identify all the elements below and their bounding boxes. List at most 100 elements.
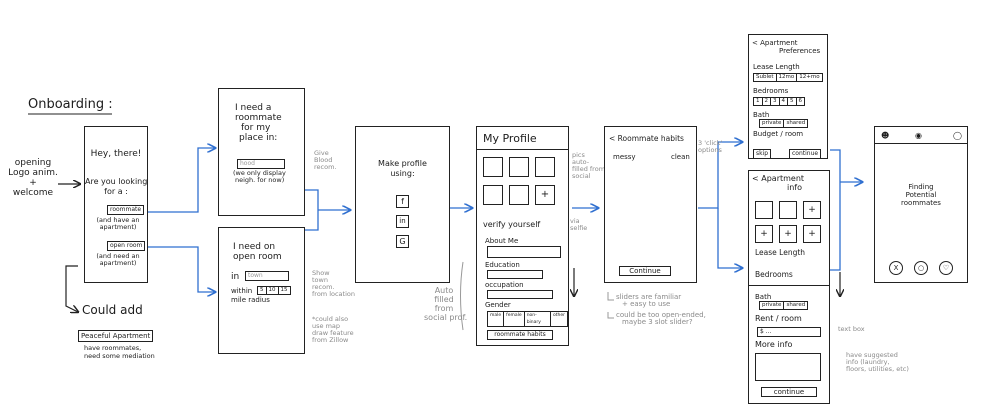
finding-l3: roommates bbox=[901, 199, 941, 207]
linkedin-icon[interactable]: in bbox=[396, 215, 409, 228]
prefs-continue-button[interactable]: continue bbox=[789, 149, 822, 159]
miles-selector[interactable]: 5 10 15 bbox=[257, 286, 291, 295]
occupation-input[interactable] bbox=[487, 290, 553, 299]
finding-l2: Potential bbox=[905, 191, 937, 199]
bed-3[interactable]: 3 bbox=[771, 98, 780, 105]
reject-button[interactable]: X bbox=[889, 261, 903, 275]
apt-add-photo-3[interactable]: + bbox=[779, 225, 797, 243]
habits-title: < Roommate habits bbox=[609, 134, 684, 143]
gender-nonbinary[interactable]: non-binary bbox=[525, 312, 551, 326]
photo-slot-3[interactable] bbox=[535, 157, 555, 177]
lease-sublet[interactable]: Sublet bbox=[754, 74, 777, 81]
apt-bath-private[interactable]: private bbox=[760, 302, 785, 309]
home-icon[interactable]: ◉ bbox=[915, 131, 922, 140]
habits-continue-button[interactable]: Continue bbox=[619, 266, 671, 276]
profile-divider bbox=[477, 149, 568, 150]
prefs-bedrooms-label: Bedrooms bbox=[753, 87, 789, 95]
photo-slot-1[interactable] bbox=[483, 157, 503, 177]
about-input[interactable] bbox=[487, 246, 561, 258]
prefs-bedrooms-selector[interactable]: 1 2 3 4 5 6 bbox=[753, 97, 805, 106]
bath-private[interactable]: private bbox=[760, 120, 785, 127]
screen-make-profile: Make profile using: f in G bbox=[355, 126, 450, 283]
need-room-l1: I need on bbox=[233, 242, 276, 252]
roommate-button[interactable]: roommate bbox=[107, 205, 145, 215]
photo-slot-4[interactable] bbox=[483, 185, 503, 205]
aptinfo-bath-selector[interactable]: private shared bbox=[759, 301, 809, 310]
facebook-icon[interactable]: f bbox=[396, 195, 409, 208]
greeting: Hey, there! bbox=[90, 149, 142, 159]
bed-5[interactable]: 5 bbox=[788, 98, 797, 105]
apt-bath-shared[interactable]: shared bbox=[786, 302, 806, 308]
gender-female[interactable]: female bbox=[504, 312, 525, 326]
miles-15[interactable]: 15 bbox=[280, 287, 288, 293]
open-room-button[interactable]: open room bbox=[107, 241, 146, 251]
need-roommate-l1: I need a bbox=[235, 103, 272, 113]
chat-icon[interactable]: ◯ bbox=[953, 131, 962, 140]
prefs-lease-selector[interactable]: Sublet 12mo 12+mo bbox=[753, 73, 823, 82]
like-button[interactable]: ♡ bbox=[939, 261, 953, 275]
apt-photo-1[interactable] bbox=[755, 201, 773, 219]
miles-5[interactable]: 5 bbox=[258, 287, 267, 294]
hood-input[interactable]: hood bbox=[237, 159, 285, 169]
gender-male[interactable]: male bbox=[488, 312, 505, 326]
prefs-lease-label: Lease Length bbox=[753, 63, 800, 71]
apt-photo-2[interactable] bbox=[779, 201, 797, 219]
apt-add-photo-1[interactable]: + bbox=[803, 201, 821, 219]
prefs-budget-label: Budget / room bbox=[753, 130, 804, 138]
lease-12mo[interactable]: 12mo bbox=[777, 74, 798, 81]
bed-2[interactable]: 2 bbox=[763, 98, 771, 105]
town-input[interactable]: town bbox=[245, 271, 289, 281]
aptinfo-title-1: < Apartment bbox=[752, 174, 805, 183]
prefs-title-2: Preferences bbox=[779, 47, 821, 55]
google-icon[interactable]: G bbox=[396, 235, 409, 248]
lease-12plus[interactable]: 12+mo bbox=[799, 74, 820, 80]
next-arrow-button-2[interactable] bbox=[231, 328, 271, 344]
roommate-habits-button[interactable]: roommate habits bbox=[487, 330, 553, 340]
could-add-sub1: have roommates, bbox=[84, 344, 142, 352]
mile-radius-label: mile radius bbox=[231, 296, 270, 304]
screen-finding-roommates: ☻ ◉ ◯ Finding Potential roommates X ○ ♡ bbox=[874, 126, 968, 283]
note-click-options: 3 'click'options bbox=[698, 139, 723, 154]
gender-label: Gender bbox=[485, 301, 511, 309]
note-open-ended: could be too open-ended,maybe 3 slot sli… bbox=[616, 311, 706, 326]
screen-need-open-room: I need on open room in town within 5 10 … bbox=[218, 227, 305, 354]
need-roommate-l4: place in: bbox=[239, 133, 278, 143]
screen-apartment-preferences: < Apartment Preferences Lease Length Sub… bbox=[748, 34, 828, 159]
prefs-bath-selector[interactable]: private shared bbox=[759, 119, 809, 128]
gender-selector[interactable]: male female non-binary other bbox=[487, 311, 568, 327]
screen-need-roommate: I need a roommate for my place in: hood … bbox=[218, 88, 305, 216]
education-input[interactable] bbox=[487, 270, 543, 279]
opening-line4: welcome bbox=[12, 188, 54, 198]
aptinfo-more-label: More info bbox=[755, 340, 793, 349]
bath-shared[interactable]: shared bbox=[786, 120, 806, 126]
apt-add-photo-2[interactable]: + bbox=[755, 225, 773, 243]
more-info-textarea[interactable] bbox=[755, 353, 821, 381]
aptinfo-continue-button[interactable]: continue bbox=[761, 387, 817, 397]
bed-4[interactable]: 4 bbox=[780, 98, 788, 105]
apt-add-photo-4[interactable]: + bbox=[803, 225, 821, 243]
aptinfo-title-2: info bbox=[787, 183, 803, 192]
rent-input[interactable]: $ ... bbox=[757, 327, 821, 337]
photo-slot-5[interactable] bbox=[509, 185, 529, 205]
profile-title: My Profile bbox=[483, 132, 537, 145]
need-roommate-l3: for my bbox=[241, 123, 271, 133]
bed-6[interactable]: 6 bbox=[798, 98, 803, 104]
prefs-skip-button[interactable]: skip bbox=[753, 149, 772, 159]
next-arrow-button[interactable] bbox=[231, 193, 271, 209]
message-button[interactable]: ○ bbox=[914, 261, 928, 275]
miles-10[interactable]: 10 bbox=[267, 287, 279, 294]
profile-icon[interactable]: ☻ bbox=[881, 131, 890, 140]
bed-1[interactable]: 1 bbox=[754, 98, 763, 105]
verify-yourself[interactable]: verify yourself bbox=[483, 220, 541, 229]
clean-label: clean bbox=[671, 153, 690, 161]
screen-apartment-info: < Apartment info + + + + Lease Length Be… bbox=[748, 170, 830, 404]
gender-other[interactable]: other bbox=[553, 313, 565, 318]
add-photo-button[interactable]: + bbox=[535, 185, 555, 205]
budget-slider[interactable] bbox=[754, 136, 820, 146]
open-room-sub1: (and need an bbox=[96, 252, 140, 260]
finding-text: Finding Potential roommates bbox=[875, 183, 967, 207]
photo-slot-2[interactable] bbox=[509, 157, 529, 177]
need-room-l3: in bbox=[231, 272, 240, 282]
